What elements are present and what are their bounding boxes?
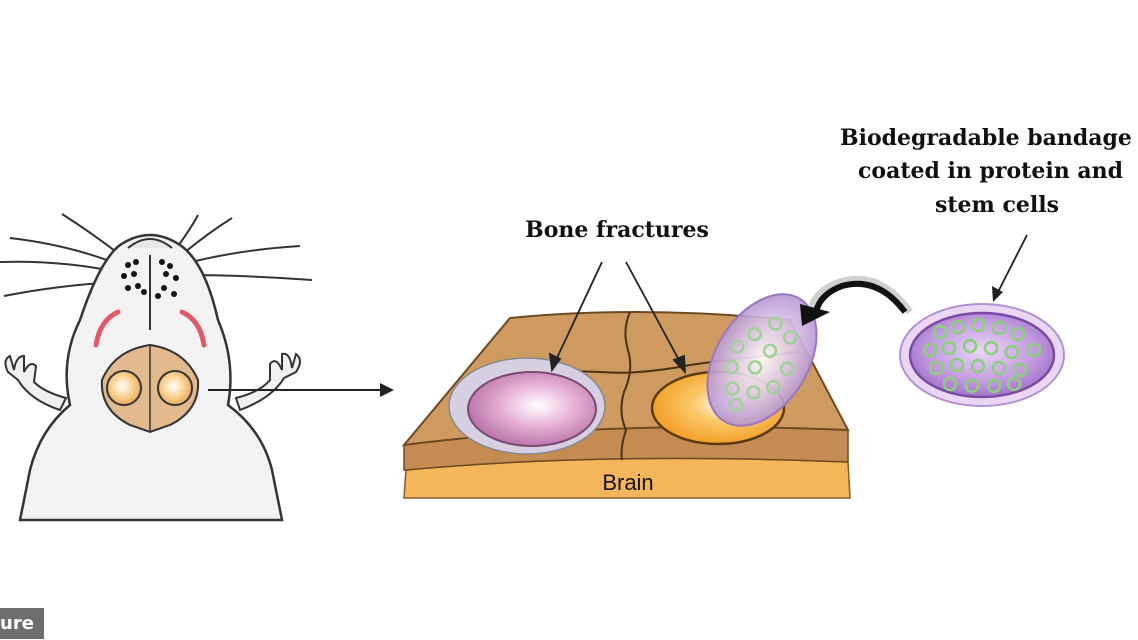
bandage-applied-cells — [724, 316, 798, 413]
stem-cells — [922, 317, 1042, 394]
whisker-pads — [121, 259, 179, 299]
skull-defect-right — [157, 370, 193, 406]
source-tag: ure — [0, 608, 44, 639]
skull-defect-left — [106, 370, 142, 406]
apply-arrow — [800, 275, 913, 326]
fracture-pointers — [548, 261, 687, 375]
left-arm — [4, 354, 68, 412]
fractures-label: Bone fractures — [525, 217, 709, 243]
zoom-arrow — [208, 383, 394, 397]
mouse-snout — [127, 238, 173, 249]
right-eye — [179, 309, 207, 348]
left-eye — [93, 309, 121, 348]
bandage-applied — [706, 293, 818, 427]
fracture-left-healing — [467, 371, 597, 447]
right-arm — [234, 352, 301, 412]
bandage-label-line1: Biodegradable bandage — [840, 125, 1132, 151]
mouse-illustration — [0, 213, 313, 522]
bandage-label-line2: coated in protein and — [858, 158, 1123, 184]
bandage-standalone — [899, 303, 1065, 407]
brain-label: Brain — [602, 470, 653, 495]
bandage-label-line3: stem cells — [935, 192, 1059, 218]
bandage-pointer — [992, 234, 1028, 302]
